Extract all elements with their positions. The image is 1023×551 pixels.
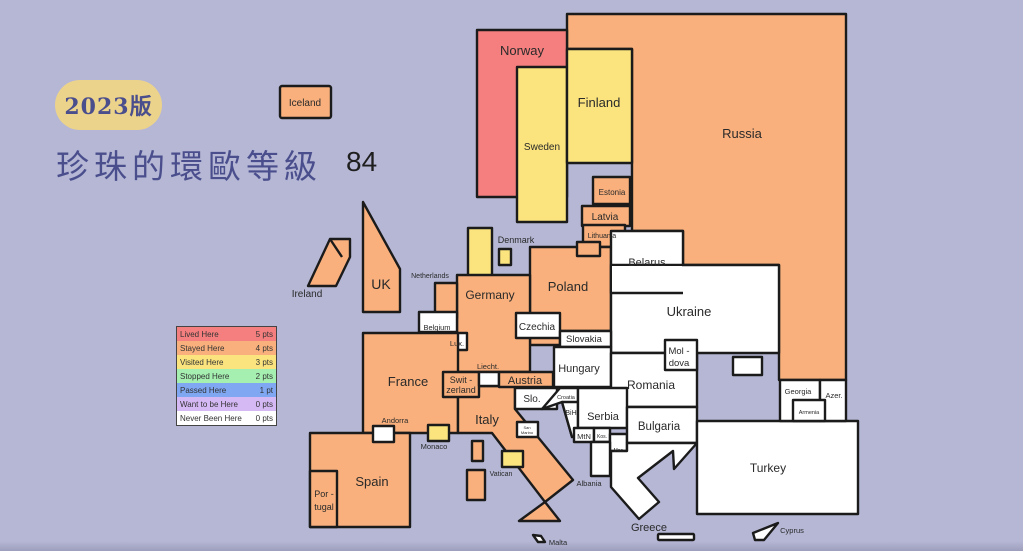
label-hungary: Hungary bbox=[558, 363, 600, 375]
country-andorra[interactable] bbox=[371, 424, 396, 444]
label-malta: Malta bbox=[549, 538, 568, 547]
label-bulgaria: Bulgaria bbox=[638, 421, 681, 433]
label-turkey: Turkey bbox=[750, 461, 786, 475]
country-moldova[interactable] bbox=[663, 338, 699, 372]
country-armenia[interactable] bbox=[791, 398, 827, 423]
label-iceland: Iceland bbox=[289, 98, 321, 109]
country-denmark-jutland[interactable] bbox=[466, 226, 494, 278]
country-corsica[interactable] bbox=[470, 439, 485, 463]
label-poland: Poland bbox=[548, 279, 588, 294]
country-kaliningrad[interactable] bbox=[575, 240, 602, 258]
country-ukraine[interactable] bbox=[609, 263, 781, 355]
country-san-marino[interactable] bbox=[515, 420, 540, 439]
label-serbia: Serbia bbox=[587, 411, 620, 423]
label-estonia: Estonia bbox=[599, 188, 626, 197]
label-france: France bbox=[388, 374, 428, 389]
label-germany: Germany bbox=[465, 288, 514, 302]
bottom-shadow bbox=[0, 541, 1023, 551]
label-belgium: Belgium bbox=[423, 323, 450, 332]
label-austria: Austria bbox=[508, 375, 543, 387]
label-slovenia: Slo. bbox=[523, 394, 540, 405]
label-moldova-2: dova bbox=[669, 358, 690, 369]
country-turkey[interactable] bbox=[695, 419, 860, 516]
label-netherlands: Netherlands bbox=[411, 273, 449, 280]
label-czechia: Czechia bbox=[519, 322, 556, 333]
label-portugal-1: Por - bbox=[314, 489, 334, 499]
country-denmark-island[interactable] bbox=[497, 247, 513, 267]
label-latvia: Latvia bbox=[592, 212, 619, 223]
label-liechtenstein: Liecht. bbox=[477, 362, 499, 371]
country-finland[interactable] bbox=[565, 47, 634, 165]
label-belarus: Belarus bbox=[628, 257, 666, 269]
label-ukraine: Ukraine bbox=[667, 304, 712, 319]
country-malta[interactable] bbox=[531, 533, 547, 544]
country-sardinia[interactable] bbox=[465, 468, 487, 502]
label-macedonia: Mac. bbox=[614, 448, 625, 454]
country-sweden[interactable] bbox=[515, 65, 569, 224]
label-romania: Romania bbox=[627, 378, 675, 392]
label-kosovo: Kos. bbox=[597, 434, 607, 440]
label-switzerland-1: Swit - bbox=[450, 375, 473, 385]
country-estonia[interactable] bbox=[591, 175, 632, 206]
country-cyprus[interactable] bbox=[751, 521, 780, 542]
edition-badge: 2023版 bbox=[55, 80, 162, 130]
country-switzerland[interactable] bbox=[441, 370, 481, 399]
country-uk[interactable] bbox=[361, 200, 402, 314]
label-switzerland-2: zerland bbox=[446, 385, 476, 395]
label-russia: Russia bbox=[722, 126, 763, 141]
label-azerbaijan: Azer. bbox=[825, 391, 842, 400]
country-crete[interactable] bbox=[656, 532, 696, 542]
label-ireland: Ireland bbox=[292, 289, 323, 300]
country-sicily[interactable] bbox=[517, 500, 562, 523]
label-lithuania: Lithuania bbox=[588, 233, 617, 240]
label-croatia: Croatia bbox=[557, 395, 576, 401]
label-monaco: Monaco bbox=[421, 442, 448, 451]
label-andorra: Andorra bbox=[382, 416, 410, 425]
label-denmark: Denmark bbox=[498, 235, 535, 245]
label-uk: UK bbox=[371, 276, 391, 292]
country-czechia[interactable] bbox=[514, 311, 562, 340]
label-spain: Spain bbox=[355, 474, 388, 489]
country-ireland[interactable] bbox=[306, 237, 352, 288]
country-monaco[interactable] bbox=[426, 423, 451, 443]
label-slovakia: Slovakia bbox=[566, 334, 603, 345]
label-sweden: Sweden bbox=[524, 142, 560, 153]
country-hungary[interactable] bbox=[552, 345, 613, 389]
country-greece[interactable] bbox=[609, 441, 699, 521]
country-liechtenstein[interactable] bbox=[477, 370, 501, 388]
label-lux: Lux. bbox=[450, 339, 464, 348]
country-portugal[interactable] bbox=[308, 469, 339, 529]
page-title: 珍珠的環歐等級 bbox=[56, 147, 322, 186]
label-finland: Finland bbox=[578, 95, 621, 110]
label-san-marino-2: Marino bbox=[521, 430, 534, 435]
country-crimea[interactable] bbox=[731, 355, 764, 377]
label-cyprus: Cyprus bbox=[780, 526, 804, 535]
label-moldova-1: Mol - bbox=[668, 346, 689, 357]
label-italy: Italy bbox=[475, 412, 499, 427]
score: 84 bbox=[346, 146, 378, 177]
country-bulgaria[interactable] bbox=[625, 405, 699, 445]
label-montenegro: MtN bbox=[577, 432, 591, 441]
label-vatican: Vatican bbox=[490, 471, 513, 478]
label-greece: Greece bbox=[631, 522, 667, 534]
label-albania: Albania bbox=[576, 479, 602, 488]
label-portugal-2: tugal bbox=[314, 502, 334, 512]
label-norway: Norway bbox=[500, 43, 545, 58]
label-san-marino-1: San bbox=[523, 425, 530, 430]
label-armenia: Armenia bbox=[799, 410, 820, 416]
label-georgia: Georgia bbox=[785, 387, 813, 396]
label-bih: BiH bbox=[565, 410, 576, 417]
country-iceland[interactable] bbox=[278, 84, 333, 120]
country-albania[interactable] bbox=[589, 440, 612, 478]
country-vatican[interactable] bbox=[500, 449, 525, 469]
